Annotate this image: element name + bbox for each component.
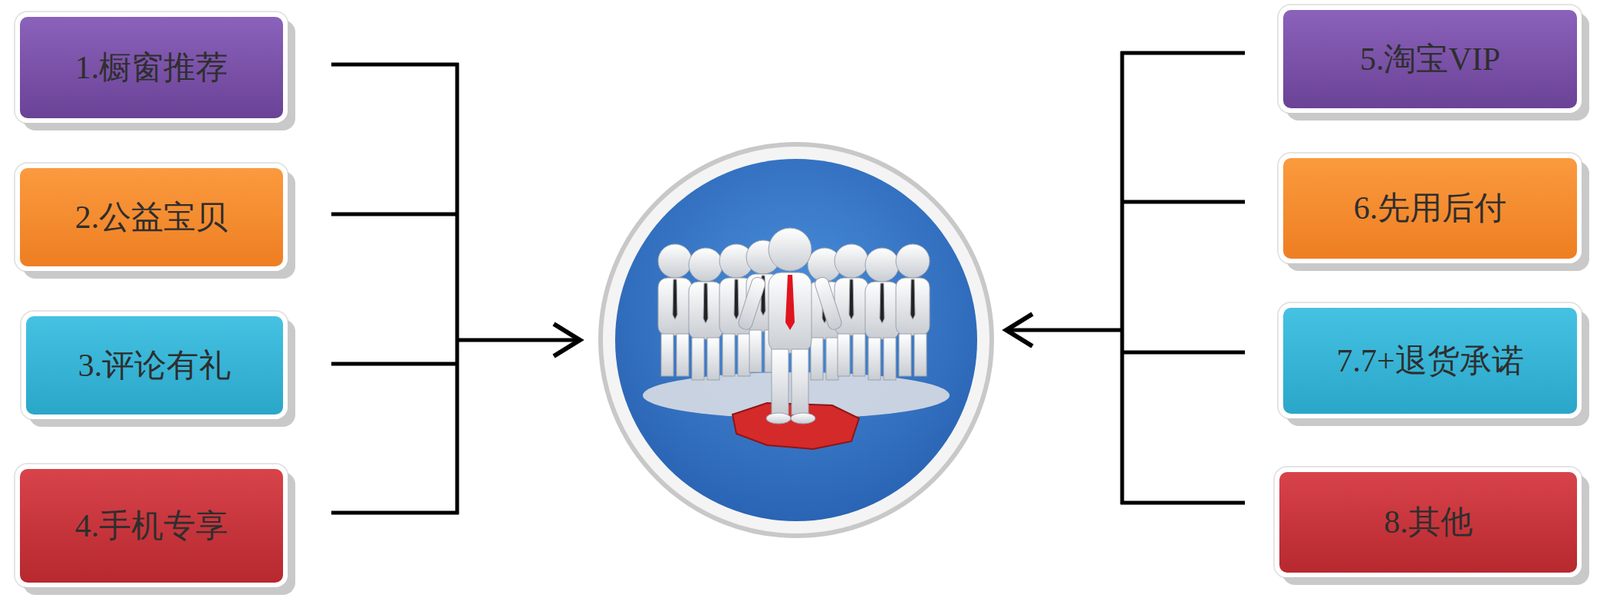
box-label: 5.淘宝VIP [1352,40,1508,78]
feature-box: 5.淘宝VIP [1278,5,1582,113]
feature-box: 6.先用后付 [1278,153,1582,264]
team-illustration [600,144,992,536]
left-bracket [331,62,580,514]
box-label: 6.先用后付 [1346,189,1515,227]
box-label: 4.手机专享 [67,506,237,544]
box-label: 7.7+退货承诺 [1328,342,1531,379]
feature-box: 1.橱窗推荐 [15,12,288,123]
box-label: 3.评论有礼 [70,346,240,384]
feature-box: 3.评论有礼 [21,311,288,419]
box-label: 1.橱窗推荐 [67,49,237,86]
box-label: 8.其他 [1376,503,1481,540]
feature-box: 2.公益宝贝 [15,163,288,271]
box-label: 2.公益宝贝 [67,198,237,236]
feature-box: 8.其他 [1274,467,1582,577]
right-bracket [1006,51,1245,504]
feature-box: 7.7+退货承诺 [1278,302,1582,419]
feature-box: 4.手机专享 [15,464,288,587]
